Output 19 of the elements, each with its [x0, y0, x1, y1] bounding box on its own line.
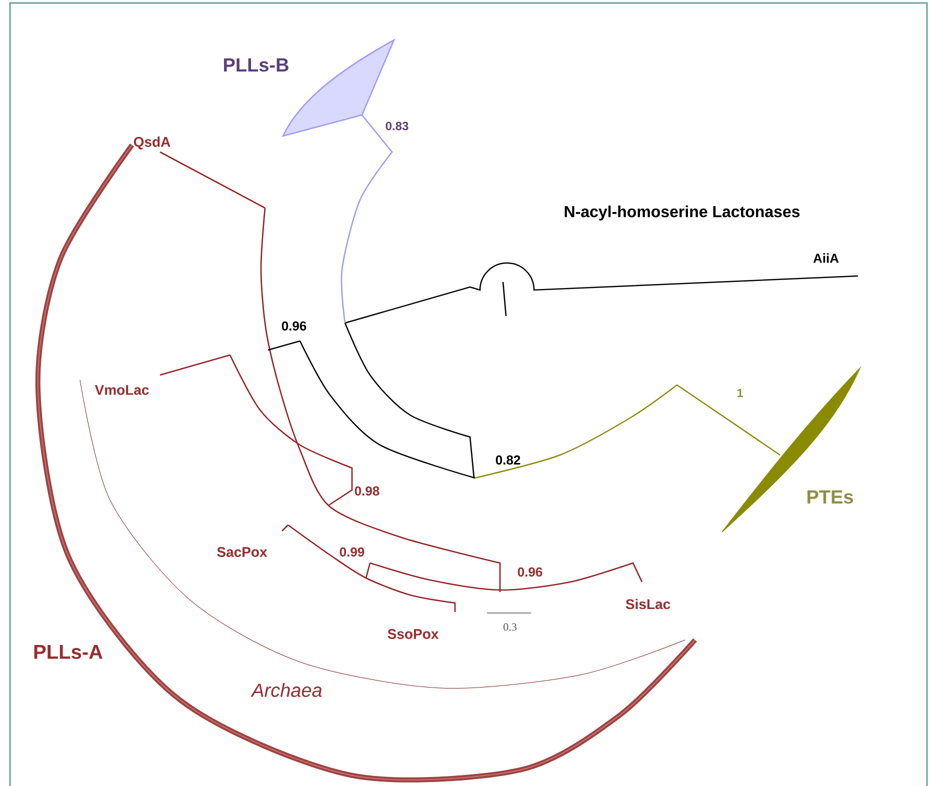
- clade-label: PLLs-A: [34, 645, 102, 659]
- support-value: 0.98: [354, 486, 380, 496]
- leaf-label: SacPox: [217, 547, 268, 557]
- leaf-label: SisLac: [626, 598, 670, 610]
- leaf-label: VmoLac: [94, 385, 149, 395]
- support-value: 0.82: [496, 455, 520, 465]
- leaf-label: AiiA: [813, 253, 839, 263]
- clade-label: N-acyl-homoserine Lactonases: [564, 206, 800, 220]
- clade-label: PTEs: [808, 490, 853, 504]
- scale-label: 0.3: [504, 623, 516, 631]
- leaf-label: QsdA: [134, 136, 170, 150]
- support-value: 1: [737, 388, 743, 398]
- support-value: 0.96: [282, 321, 306, 331]
- support-value: 0.99: [340, 547, 364, 557]
- clade-label: PLLs-B: [224, 58, 288, 72]
- leaf-label: SsoPox: [388, 629, 439, 639]
- support-value: 0.83: [386, 122, 408, 130]
- support-value: 0.96: [518, 567, 542, 577]
- clade-label: Archaea: [250, 683, 322, 697]
